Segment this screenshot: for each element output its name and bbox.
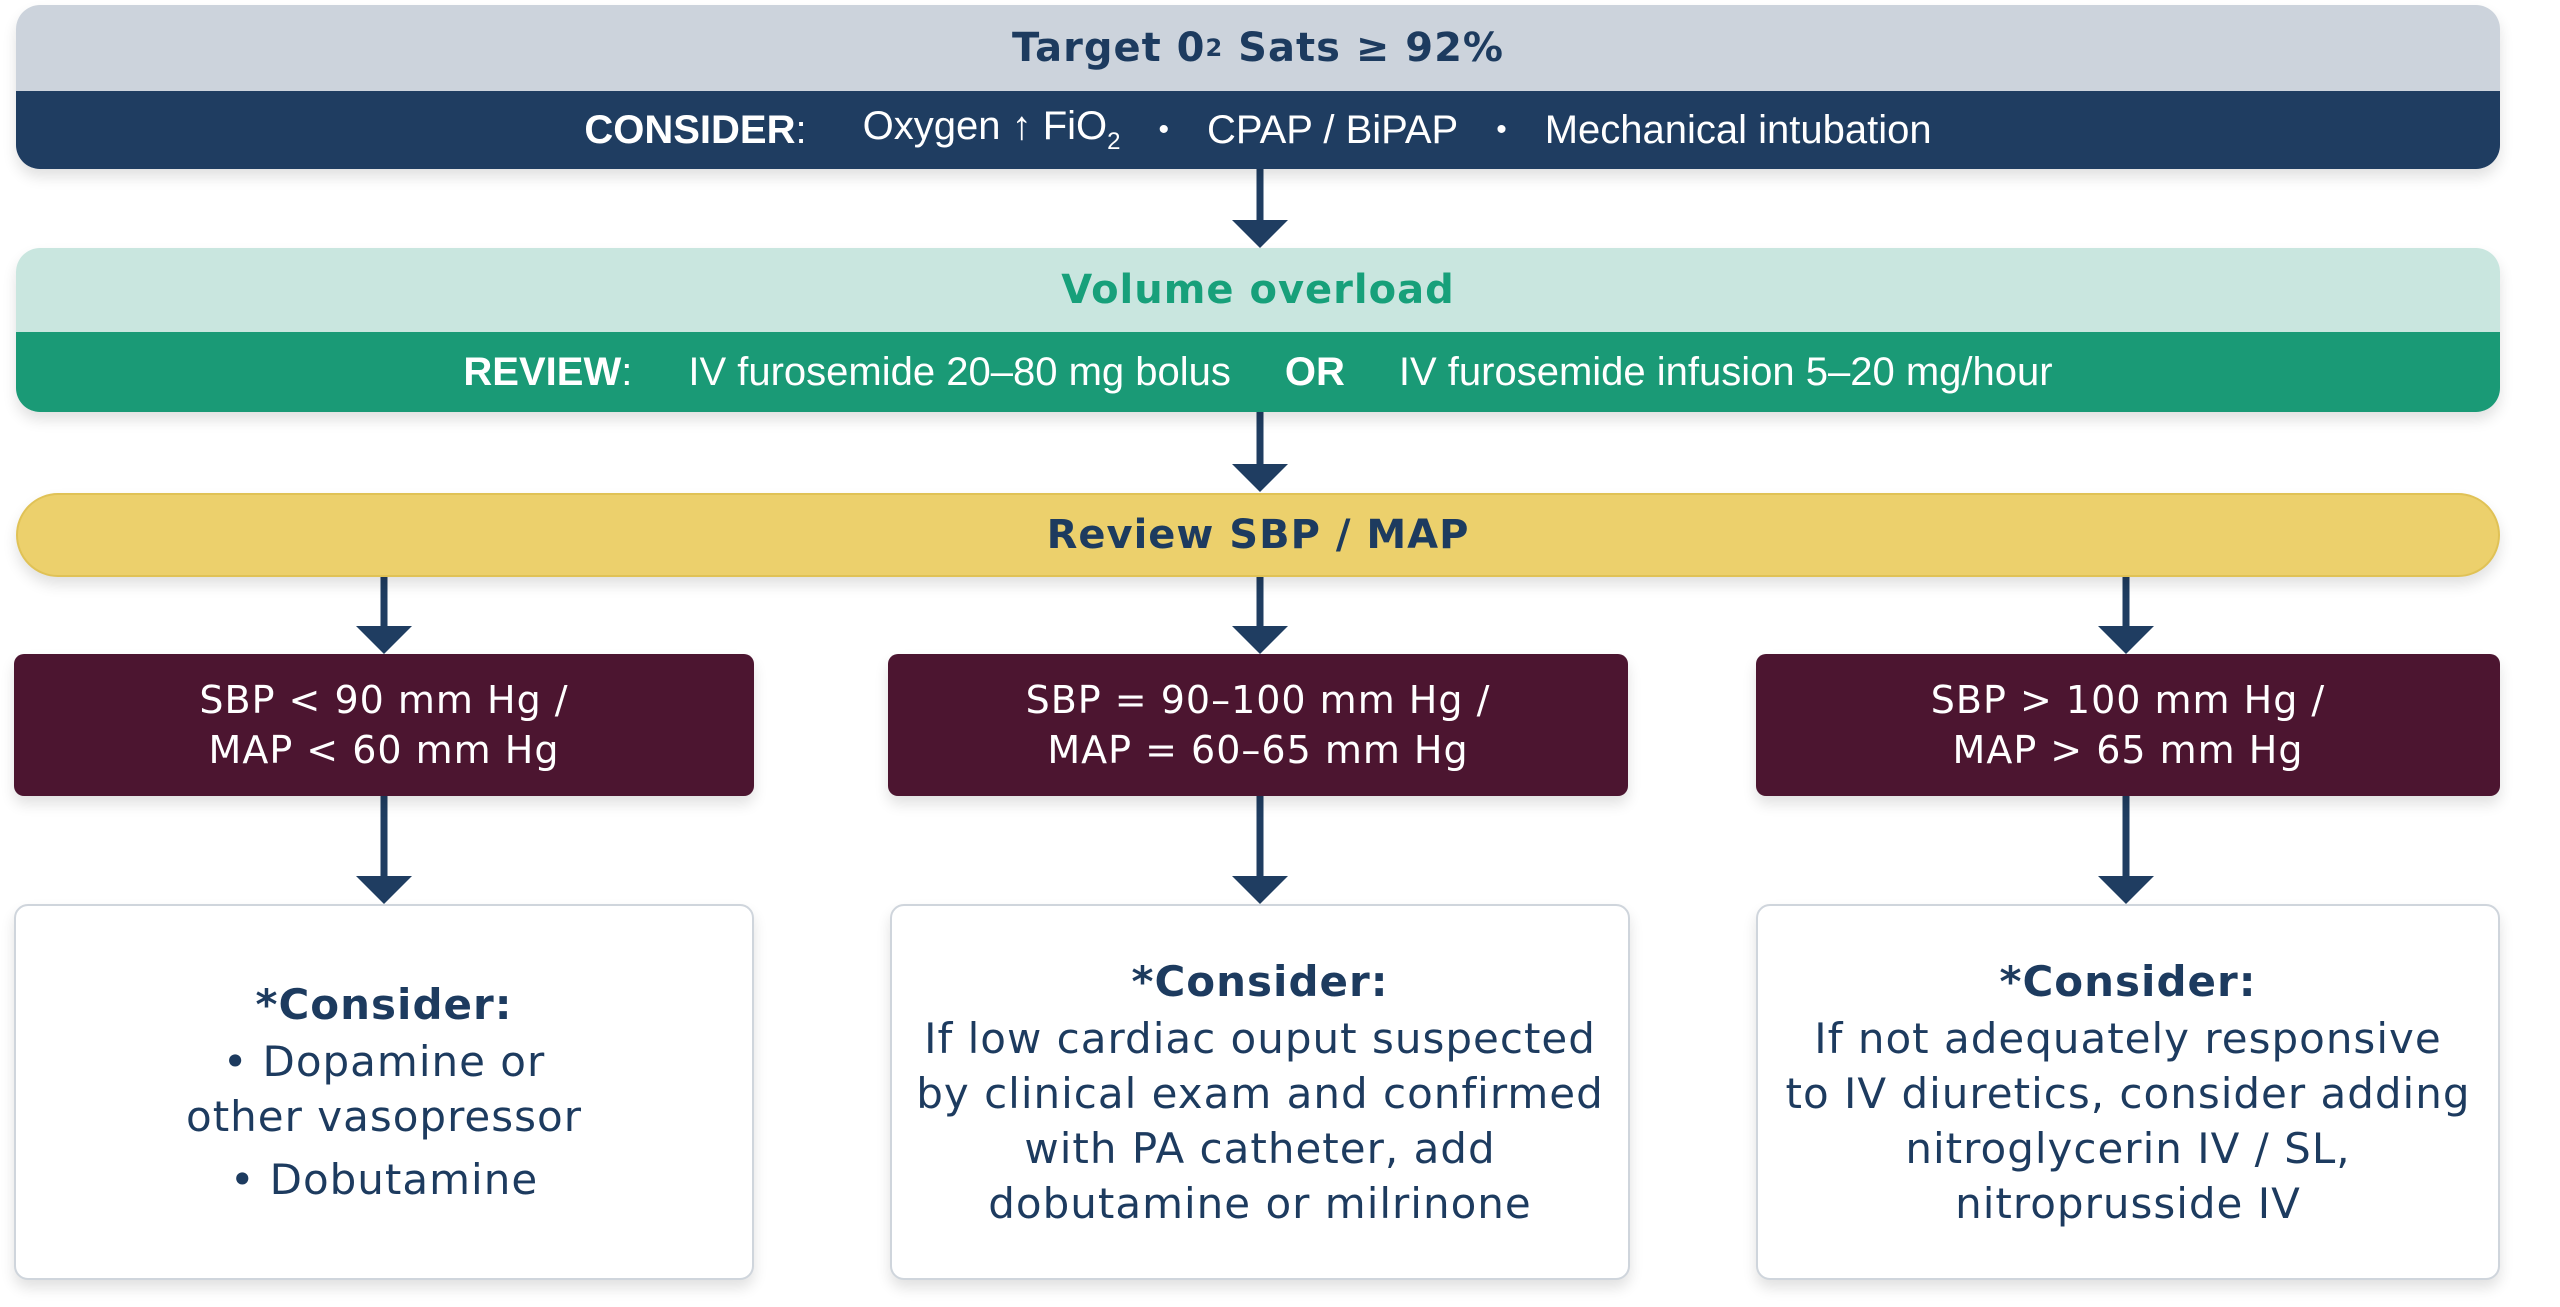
recommendation-line: If low cardiac ouput suspected [924, 1013, 1596, 1063]
arrow-review-to-mid [1232, 577, 1288, 654]
condition-low-line2: MAP < 60 mm Hg [208, 728, 560, 772]
recommendation-item-dobutamine-text: Dobutamine [269, 1155, 539, 1204]
bullet-separator: • [1158, 113, 1169, 146]
review-label: REVIEW [463, 349, 622, 394]
recommendation-line: nitroprusside IV [1955, 1178, 2301, 1228]
condition-mid-line1: SBP = 90–100 mm Hg / [1025, 678, 1491, 722]
recommendation-line: If not adequately responsive [1814, 1013, 2442, 1063]
arrow-oxygen-to-volume [1232, 169, 1288, 248]
volume-step: Volume overload REVIEW: IV furosemide 20… [16, 248, 2500, 412]
condition-high-bp: SBP > 100 mm Hg / MAP > 65 mm Hg [1756, 654, 2500, 796]
recommendation-high-bp: *Consider: If not adequately responsive … [1756, 904, 2500, 1280]
recommendation-line: with PA catheter, add [1024, 1123, 1496, 1173]
oxygen-option-fio2-subscript: 2 [1107, 128, 1121, 155]
arrow-mid-to-rec [1232, 796, 1288, 904]
oxygen-option-intubation: Mechanical intubation [1544, 107, 1932, 152]
arrow-review-to-high [2098, 577, 2154, 654]
oxygen-option-cpap: CPAP / BiPAP [1207, 107, 1459, 152]
condition-low-line1: SBP < 90 mm Hg / [199, 678, 569, 722]
bullet-icon: • [222, 1037, 249, 1086]
oxygen-option-fio2-text: Oxygen ↑ FiO [862, 104, 1108, 148]
condition-high-line1: SBP > 100 mm Hg / [1930, 678, 2326, 722]
recommendation-item-dopamine: • Dopamine or [223, 1034, 546, 1089]
oxygen-option-fio2: Oxygen ↑ FiO2 [863, 104, 1121, 156]
arrow-low-to-rec [356, 796, 412, 904]
arrow-high-to-rec [2098, 796, 2154, 904]
volume-step-options: REVIEW: IV furosemide 20–80 mg bolus OR … [16, 332, 2500, 412]
oxygen-step-options: CONSIDER: Oxygen ↑ FiO2 • CPAP / BiPAP •… [16, 91, 2500, 169]
review-colon: : [621, 349, 633, 394]
recommendation-line: by clinical exam and confirmed [916, 1068, 1604, 1118]
condition-high-line2: MAP > 65 mm Hg [1952, 728, 2304, 772]
oxygen-title-prefix: Target 0 [1012, 25, 1206, 71]
condition-low-bp: SBP < 90 mm Hg / MAP < 60 mm Hg [14, 654, 754, 796]
volume-step-title: Volume overload [16, 248, 2500, 332]
oxygen-title-suffix: Sats ≥ 92% [1223, 25, 1504, 71]
or-label: OR [1284, 349, 1345, 394]
recommendation-low-bp: *Consider: • Dopamine or other vasopresso… [14, 904, 754, 1280]
oxygen-title-subscript: 2 [1205, 34, 1224, 62]
recommendation-line: nitroglycerin IV / SL, [1905, 1123, 2351, 1173]
arrow-review-to-low [356, 577, 412, 654]
volume-option-bolus: IV furosemide 20–80 mg bolus [688, 349, 1231, 394]
consider-label: CONSIDER [584, 107, 796, 152]
consider-colon: : [795, 107, 807, 152]
recommendation-title: *Consider: [255, 980, 513, 1029]
recommendation-item-dopamine-line1: Dopamine or [262, 1037, 546, 1086]
recommendation-title: *Consider: [1999, 956, 2257, 1006]
recommendation-item-dobutamine: • Dobutamine [230, 1152, 538, 1207]
recommendation-line: dobutamine or milrinone [988, 1178, 1532, 1228]
bullet-separator: • [1496, 113, 1507, 146]
recommendation-item-dopamine-line2: other vasopressor [186, 1092, 582, 1141]
condition-mid-line2: MAP = 60–65 mm Hg [1047, 728, 1469, 772]
recommendation-line: to IV diuretics, consider adding [1785, 1068, 2471, 1118]
bullet-icon: • [229, 1155, 256, 1204]
review-sbp-map-step: Review SBP / MAP [16, 493, 2500, 577]
recommendation-title: *Consider: [1131, 956, 1389, 1006]
recommendation-mid-bp: *Consider: If low cardiac ouput suspecte… [890, 904, 1630, 1280]
condition-mid-bp: SBP = 90–100 mm Hg / MAP = 60–65 mm Hg [888, 654, 1628, 796]
arrow-volume-to-review [1232, 412, 1288, 492]
volume-option-infusion: IV furosemide infusion 5–20 mg/hour [1398, 349, 2053, 394]
